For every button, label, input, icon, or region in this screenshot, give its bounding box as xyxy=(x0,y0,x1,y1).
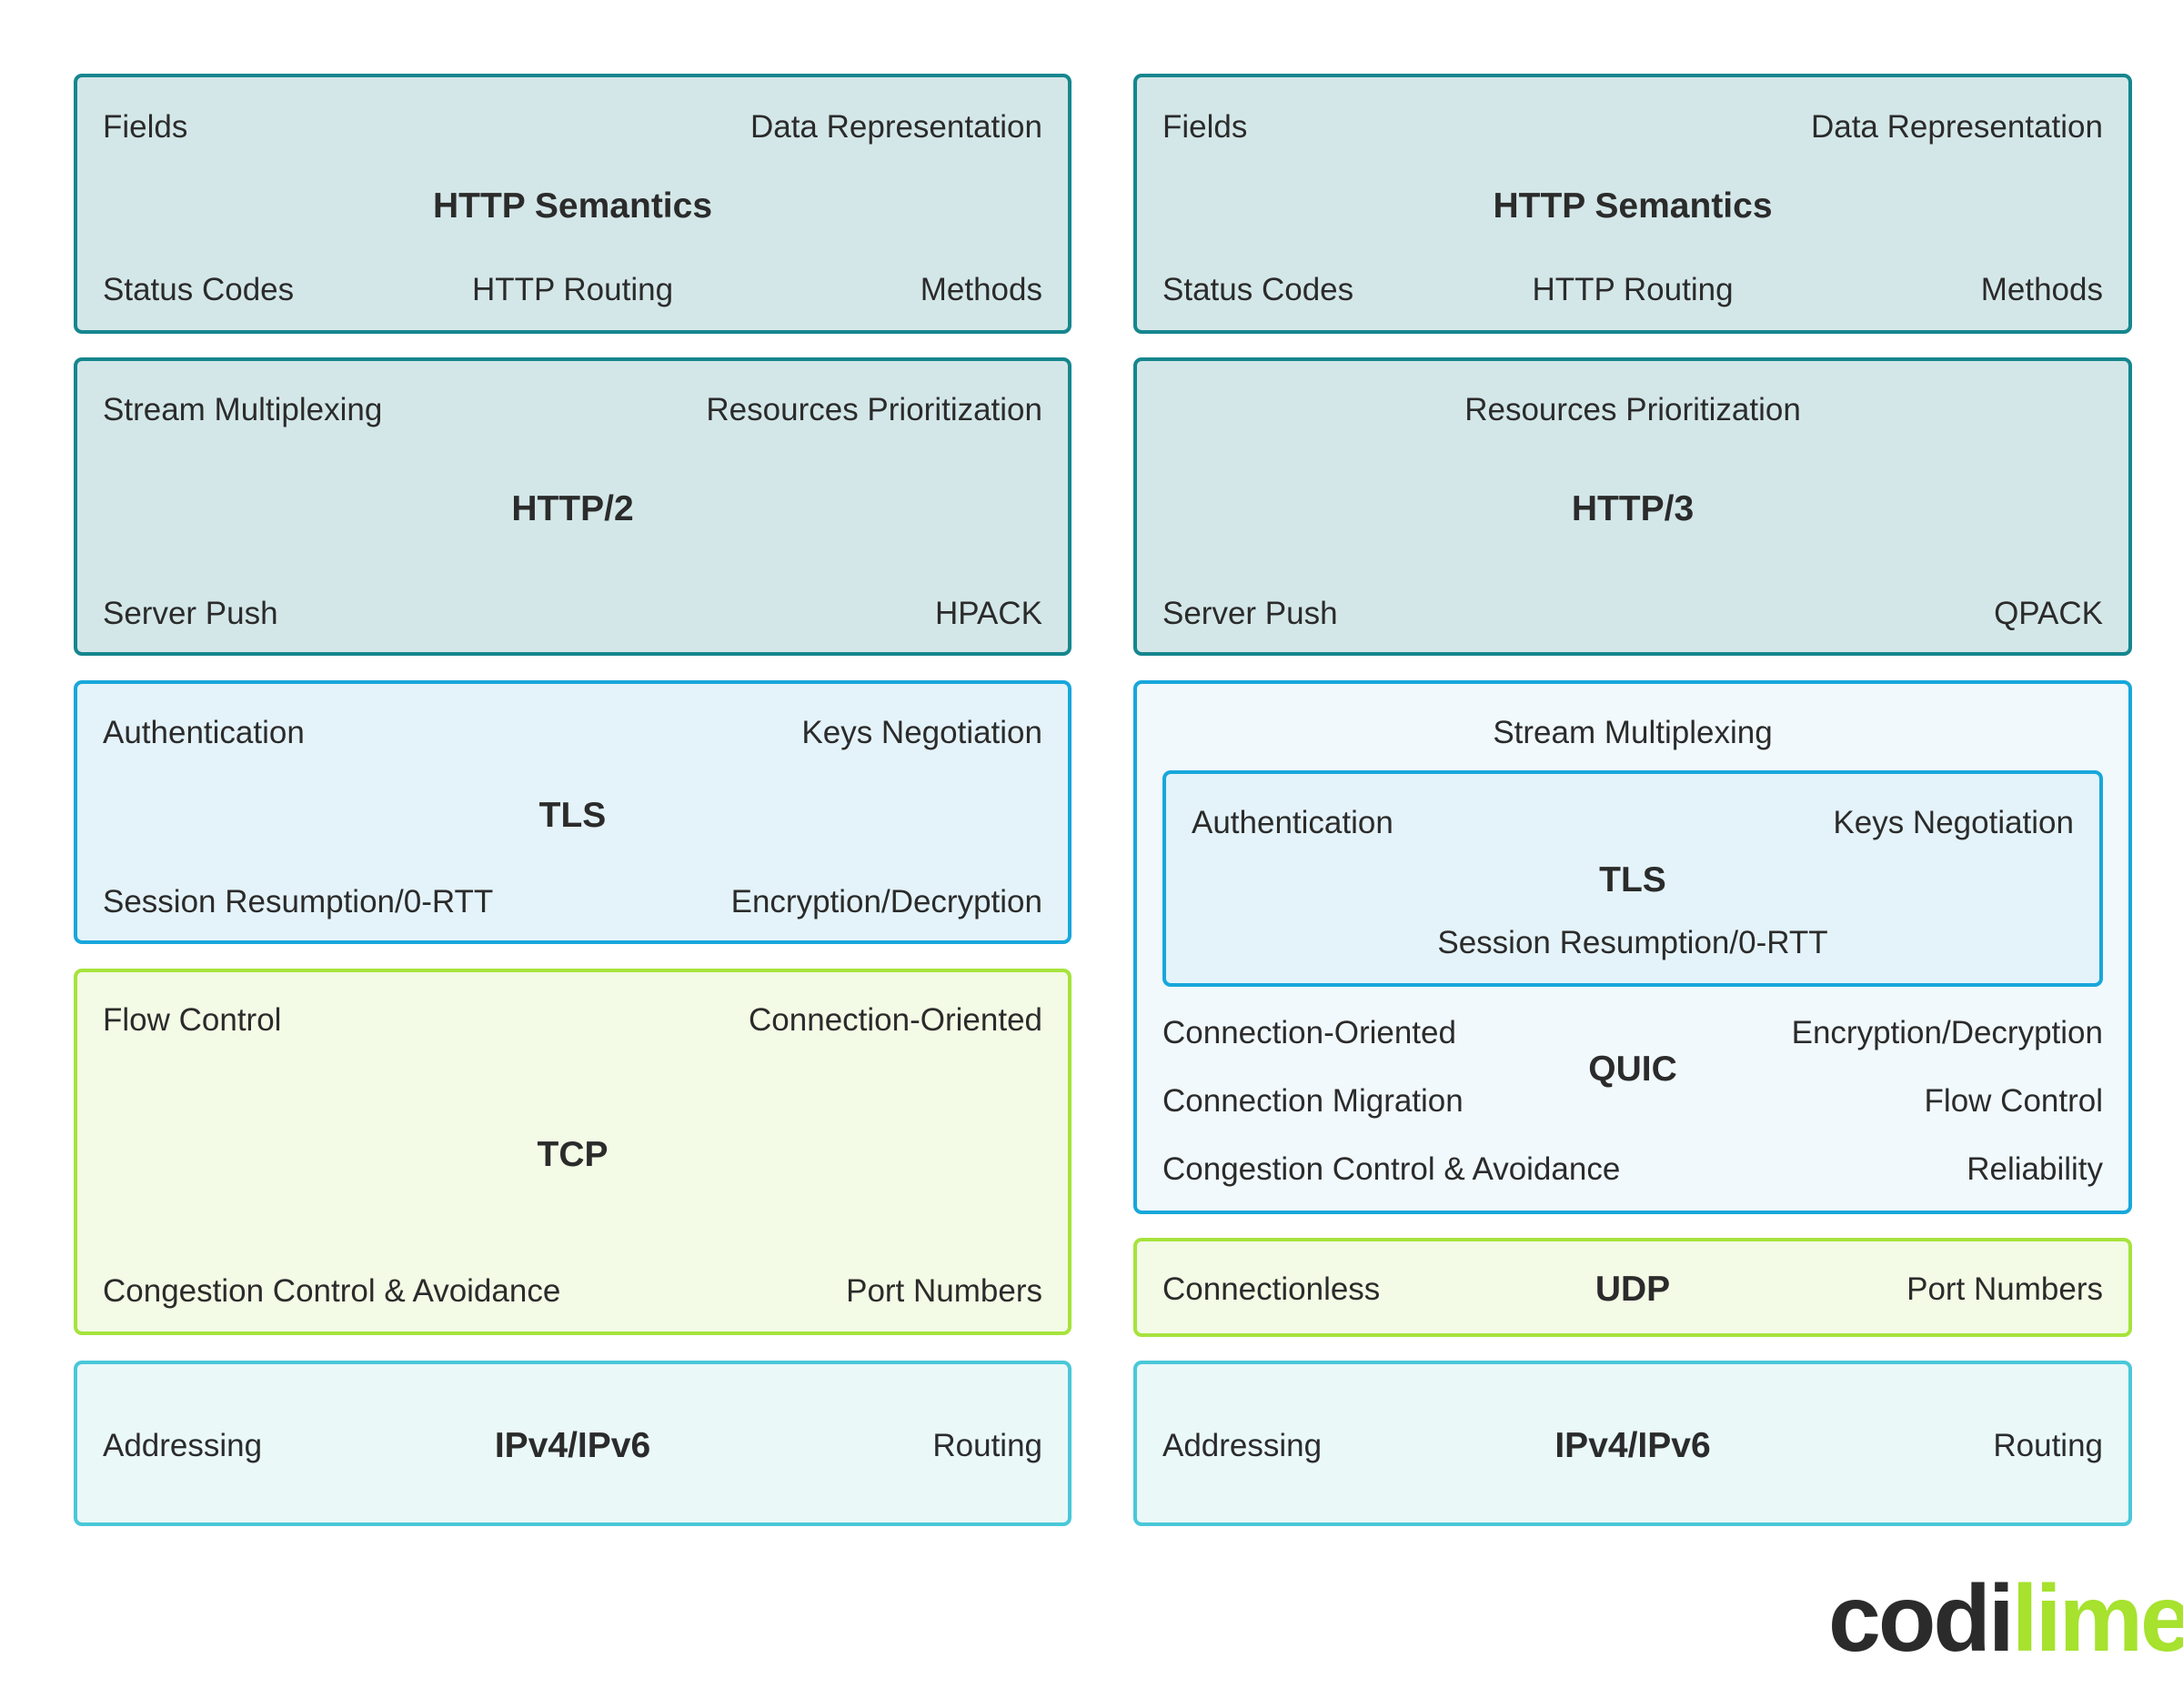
congestion-control-label: Congestion Control & Avoidance xyxy=(1162,1151,1621,1187)
left-tcp-layer: Flow Control Connection-Oriented TCP Con… xyxy=(74,969,1071,1335)
encryption-decryption-label: Encryption/Decryption xyxy=(730,884,1042,919)
layer-title: IPv4/IPv6 xyxy=(1554,1426,1711,1465)
layer-title: TCP xyxy=(537,1135,609,1174)
session-resumption-label: Session Resumption/0-RTT xyxy=(103,884,494,919)
hpack-label: HPACK xyxy=(935,596,1042,631)
left-ip-layer: Addressing IPv4/IPv6 Routing xyxy=(74,1361,1071,1526)
keys-negotiation-label: Keys Negotiation xyxy=(801,715,1042,750)
stream-multiplexing-label: Stream Multiplexing xyxy=(1493,715,1773,750)
logo-part-lime: lime xyxy=(2011,1566,2183,1672)
session-resumption-label: Session Resumption/0-RTT xyxy=(1437,925,1828,960)
server-push-label: Server Push xyxy=(1162,596,1338,631)
flow-control-label: Flow Control xyxy=(103,1002,282,1038)
connection-migration-label: Connection Migration xyxy=(1162,1083,1464,1119)
codilime-logo: codilime xyxy=(1828,1572,2183,1666)
right-quic-layer: Stream Multiplexing Authentication Keys … xyxy=(1133,680,2132,1214)
connectionless-label: Connectionless xyxy=(1162,1271,1381,1307)
resources-prioritization-label: Resources Prioritization xyxy=(706,392,1042,427)
right-ip-layer: Addressing IPv4/IPv6 Routing xyxy=(1133,1361,2132,1526)
congestion-control-label: Congestion Control & Avoidance xyxy=(103,1273,561,1309)
layer-title: TLS xyxy=(1599,860,1666,899)
layer-title: HTTP/3 xyxy=(1571,489,1695,528)
layer-title: HTTP Semantics xyxy=(1493,186,1773,226)
qpack-label: QPACK xyxy=(1994,596,2103,631)
port-numbers-label: Port Numbers xyxy=(1906,1271,2103,1307)
flow-control-label: Flow Control xyxy=(1924,1083,2103,1119)
left-tls-layer: Authentication Keys Negotiation TLS Sess… xyxy=(74,680,1071,944)
data-representation-label: Data Representation xyxy=(749,109,1042,145)
right-http-semantics-layer: Fields Data Representation HTTP Semantic… xyxy=(1133,74,2132,334)
quic-inner-tls-layer: Authentication Keys Negotiation TLS Sess… xyxy=(1162,770,2103,987)
right-udp-layer: Connectionless UDP Port Numbers xyxy=(1133,1238,2132,1337)
status-codes-label: Status Codes xyxy=(103,272,295,307)
http-routing-label: HTTP Routing xyxy=(471,272,674,307)
authentication-label: Authentication xyxy=(1192,805,1393,840)
addressing-label: Addressing xyxy=(1162,1428,1323,1463)
left-http-semantics-layer: Fields Data Representation HTTP Semantic… xyxy=(74,74,1071,334)
layer-title: UDP xyxy=(1594,1270,1671,1309)
layer-title: IPv4/IPv6 xyxy=(494,1426,651,1465)
stream-multiplexing-label: Stream Multiplexing xyxy=(103,392,383,427)
right-http3-layer: Resources Prioritization HTTP/3 Server P… xyxy=(1133,357,2132,656)
methods-label: Methods xyxy=(920,272,1042,307)
methods-label: Methods xyxy=(1980,272,2103,307)
layer-title: HTTP/2 xyxy=(511,489,634,528)
logo-part-codi: codi xyxy=(1828,1566,2015,1672)
layer-title: HTTP Semantics xyxy=(432,186,713,226)
routing-label: Routing xyxy=(1993,1428,2103,1463)
left-http2-layer: Stream Multiplexing Resources Prioritiza… xyxy=(74,357,1071,656)
port-numbers-label: Port Numbers xyxy=(846,1273,1042,1309)
addressing-label: Addressing xyxy=(103,1428,263,1463)
fields-label: Fields xyxy=(103,109,188,145)
connection-oriented-label: Connection-Oriented xyxy=(749,1002,1042,1038)
layer-title: QUIC xyxy=(1588,1050,1677,1089)
server-push-label: Server Push xyxy=(103,596,278,631)
data-representation-label: Data Representation xyxy=(1810,109,2103,145)
reliability-label: Reliability xyxy=(1967,1151,2103,1187)
routing-label: Routing xyxy=(932,1428,1042,1463)
resources-prioritization-label: Resources Prioritization xyxy=(1464,392,1801,427)
keys-negotiation-label: Keys Negotiation xyxy=(1833,805,2074,840)
authentication-label: Authentication xyxy=(103,715,305,750)
layer-title: TLS xyxy=(538,796,607,835)
connection-oriented-label: Connection-Oriented xyxy=(1162,1015,1456,1050)
status-codes-label: Status Codes xyxy=(1162,272,1354,307)
http-routing-label: HTTP Routing xyxy=(1532,272,1734,307)
encryption-decryption-label: Encryption/Decryption xyxy=(1791,1015,2103,1050)
fields-label: Fields xyxy=(1162,109,1248,145)
